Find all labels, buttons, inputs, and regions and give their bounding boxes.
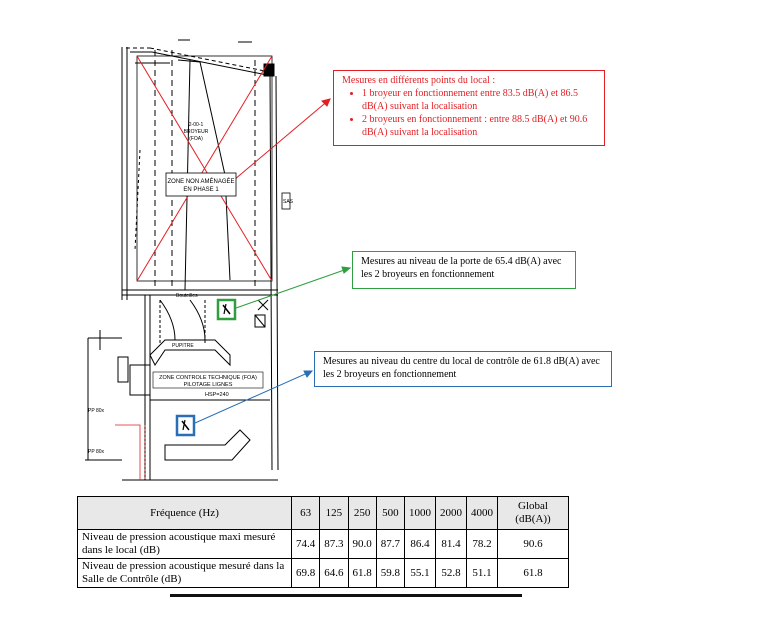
sas-label: SAS — [283, 199, 294, 205]
callout-red-list: 1 broyeur en fonctionnement entre 83.5 d… — [342, 87, 596, 139]
microphone-icon-green — [216, 298, 237, 321]
row-label: Niveau de pression acoustique maxi mesur… — [77, 529, 292, 559]
pp-label-top: PP 80x — [88, 408, 105, 414]
table-cell: 90.0 — [347, 529, 377, 559]
table-cell: 52.8 — [435, 558, 467, 588]
table-header: 250 — [347, 496, 377, 530]
table-cell: 74.4 — [290, 529, 321, 559]
zone-controle-label-2: PILOTAGE LIGNES — [184, 382, 233, 388]
table-cell: 55.1 — [404, 558, 436, 588]
microphone-icon-blue — [175, 414, 196, 437]
table-cell: 90.6 — [497, 529, 569, 559]
table-cell: 87.7 — [375, 529, 406, 559]
table-cell: 81.4 — [435, 529, 467, 559]
zone-code-2: BROYEUR — [184, 129, 209, 135]
pp-label-bottom: PP 80x — [88, 449, 105, 455]
zone-code-3: (FOA) — [189, 136, 203, 142]
table-header: 63 — [290, 496, 321, 530]
zone-label-2: EN PHASE 1 — [183, 187, 219, 193]
table-cell: 64.6 — [319, 558, 349, 588]
callout-green: Mesures au niveau de la porte de 65.4 dB… — [352, 251, 576, 289]
bouteilles-label: Bouteilles — [176, 293, 198, 299]
table-header: 2000 — [435, 496, 467, 530]
row-label: Niveau de pression acoustique mesuré dan… — [77, 558, 292, 588]
bottom-divider — [170, 594, 522, 597]
callout-red-item: 2 broyeurs en fonctionnement : entre 88.… — [362, 113, 596, 139]
table-header: 500 — [375, 496, 406, 530]
callout-green-text: Mesures au niveau de la porte de 65.4 dB… — [361, 256, 562, 280]
table-header: 1000 — [404, 496, 436, 530]
table-header: 4000 — [466, 496, 498, 530]
pupitre-label: PUPITRE — [172, 343, 194, 349]
table-cell: 69.8 — [290, 558, 321, 588]
table-header-row: Fréquence (Hz) 63 125 250 500 1000 2000 … — [77, 496, 569, 530]
table-cell: 51.1 — [466, 558, 498, 588]
table-cell: 87.3 — [319, 529, 349, 559]
callout-red: Mesures en différents points du local : … — [333, 70, 605, 146]
table-header: Fréquence (Hz) — [77, 496, 292, 530]
table-cell: 86.4 — [404, 529, 436, 559]
table-cell: 59.8 — [375, 558, 406, 588]
floor-plan: ZONE NON AMÉNAGÉE EN PHASE 1 2-00-1 BROY… — [85, 39, 352, 481]
callout-red-item: 1 broyeur en fonctionnement entre 83.5 d… — [362, 87, 596, 113]
table-cell: 78.2 — [466, 529, 498, 559]
table-header: 125 — [319, 496, 349, 530]
table-row: Niveau de pression acoustique maxi mesur… — [77, 529, 569, 559]
zone-controle-label-1: ZONE CONTROLE TECHNIQUE (FOA) — [159, 375, 257, 381]
table-cell: 61.8 — [497, 558, 569, 588]
acoustic-table: Fréquence (Hz) 63 125 250 500 1000 2000 … — [77, 496, 569, 588]
hsp-label: HSP=240 — [205, 392, 229, 398]
callout-blue-text: Mesures au niveau du centre du local de … — [323, 356, 600, 380]
table-header: Global (dB(A)) — [497, 496, 569, 530]
zone-code-1: 2-00-1 — [189, 122, 204, 128]
zone-label-1: ZONE NON AMÉNAGÉE — [167, 178, 234, 185]
callout-blue: Mesures au niveau du centre du local de … — [314, 351, 612, 387]
table-cell: 61.8 — [347, 558, 377, 588]
callout-red-heading: Mesures en différents points du local : — [342, 75, 496, 86]
table-row: Niveau de pression acoustique mesuré dan… — [77, 558, 569, 588]
